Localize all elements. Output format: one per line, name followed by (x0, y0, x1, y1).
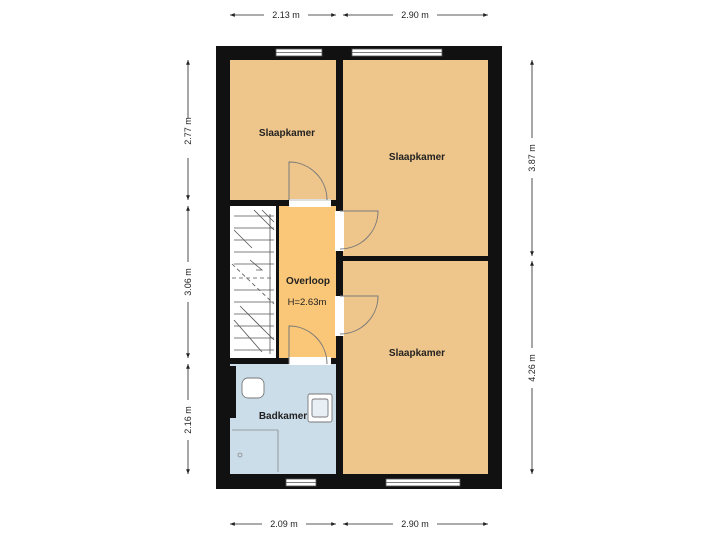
room-bedroom-bottom-right (343, 261, 488, 474)
dim-top-right: 2.90 m (401, 10, 429, 20)
door-swings (288, 161, 379, 365)
room-bedroom-top-left (230, 60, 336, 200)
stair-arrow-icon (249, 259, 264, 271)
room-label-bedroom-bottom-right: Slaapkamer (389, 348, 445, 359)
dim-right-bottom: 4.26 m (527, 354, 537, 382)
dim-bottom-right: 2.90 m (401, 519, 429, 529)
room-label-landing: Overloop (286, 276, 330, 287)
toilet-icon (241, 377, 265, 399)
dim-left-top: 2.77 m (183, 117, 193, 145)
bathroom-fixtures (241, 377, 333, 423)
room-height-landing: H=2.63m (288, 297, 327, 308)
windows (275, 48, 461, 487)
room-landing (278, 206, 336, 358)
room-stairwell (230, 206, 278, 358)
dim-left-bottom: 2.16 m (183, 406, 193, 434)
room-label-bathroom: Badkamer (259, 411, 307, 422)
interior-walls (230, 60, 488, 474)
dim-top-left: 2.13 m (272, 10, 300, 20)
dim-left-middle: 3.06 m (183, 268, 193, 296)
shower-area (232, 429, 279, 472)
dim-right-top: 3.87 m (527, 144, 537, 172)
room-bedroom-top-right (343, 60, 488, 256)
staircase (231, 209, 275, 354)
room-label-bedroom-top-right: Slaapkamer (389, 152, 445, 163)
door-openings (289, 199, 344, 365)
room-label-bedroom-top-left: Slaapkamer (259, 128, 315, 139)
dim-bottom-left: 2.09 m (270, 519, 298, 529)
